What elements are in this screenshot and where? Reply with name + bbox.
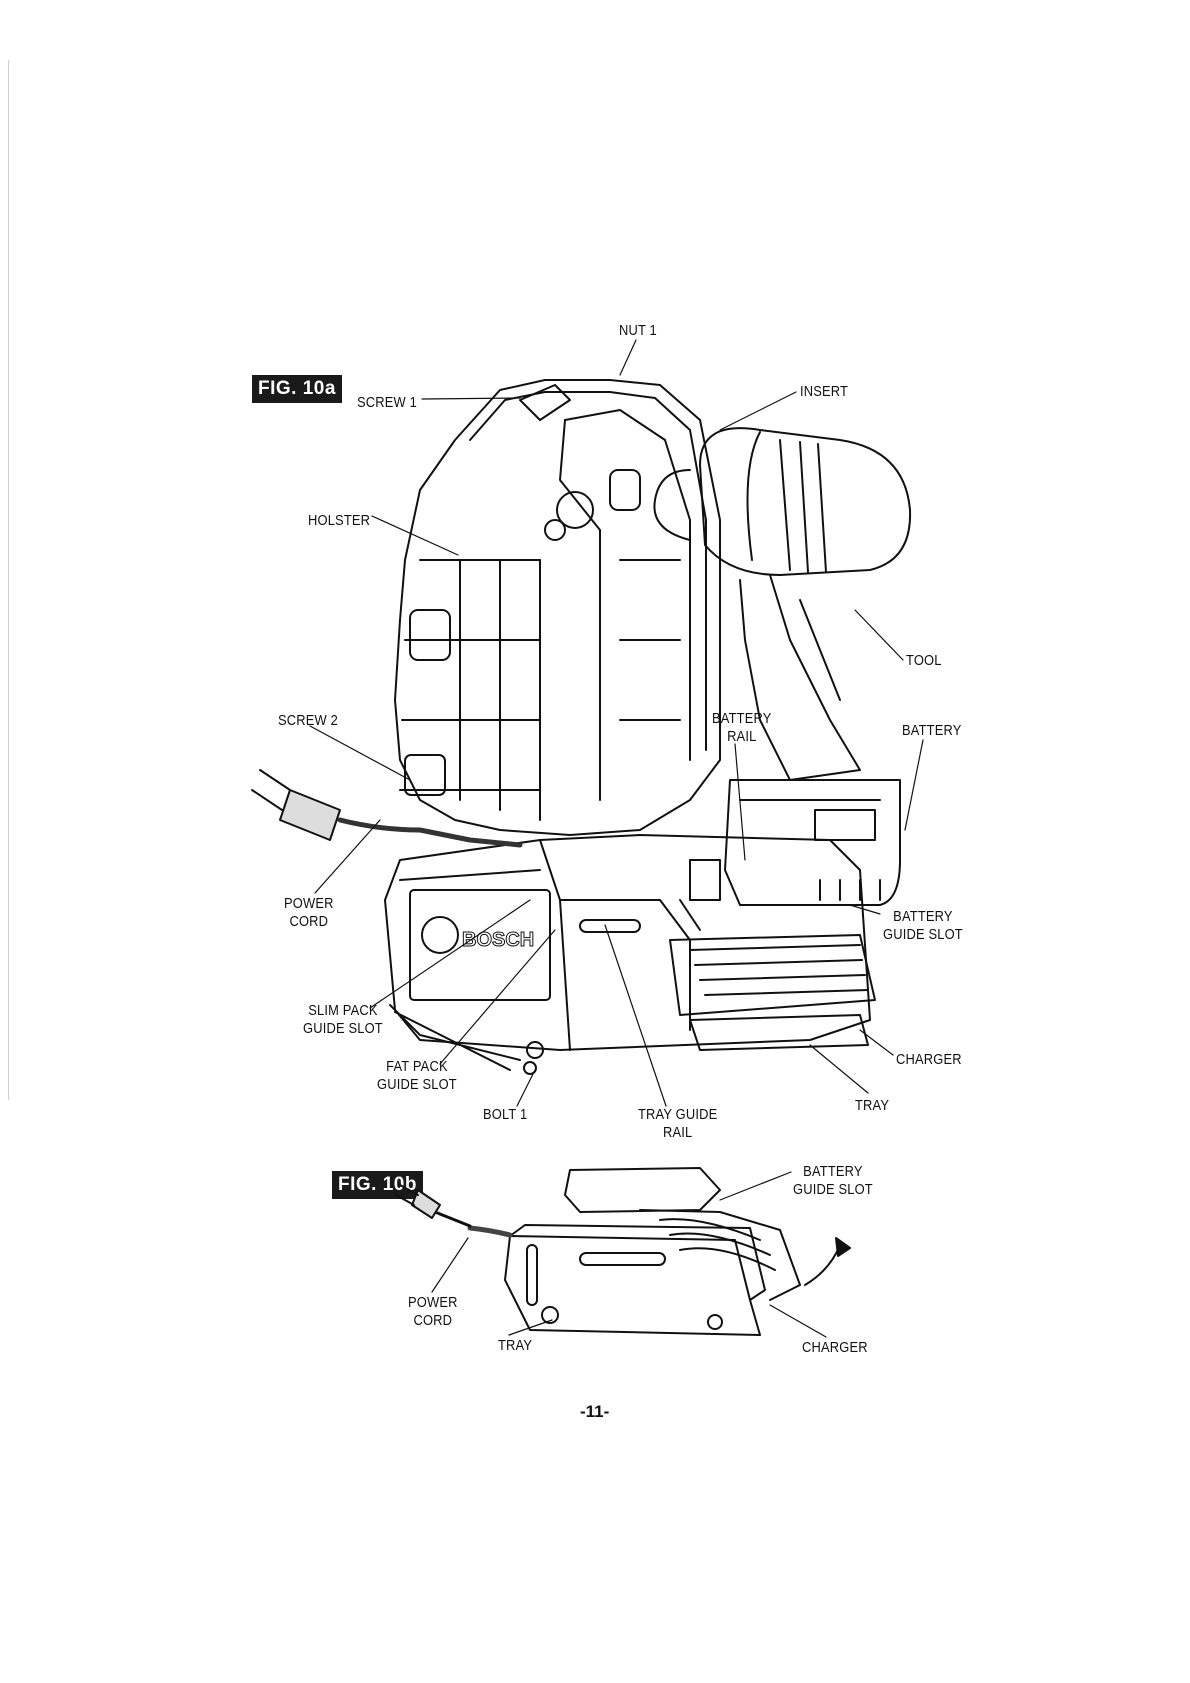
base-drawing bbox=[385, 835, 875, 1074]
page-number: -11- bbox=[580, 1402, 609, 1422]
tool-drawing bbox=[654, 428, 910, 905]
holster-drawing bbox=[395, 380, 720, 835]
power-cord-drawing bbox=[252, 770, 520, 845]
fig10b-drawing bbox=[396, 1168, 850, 1335]
bosch-brand-mark: BOSCH bbox=[462, 929, 534, 951]
